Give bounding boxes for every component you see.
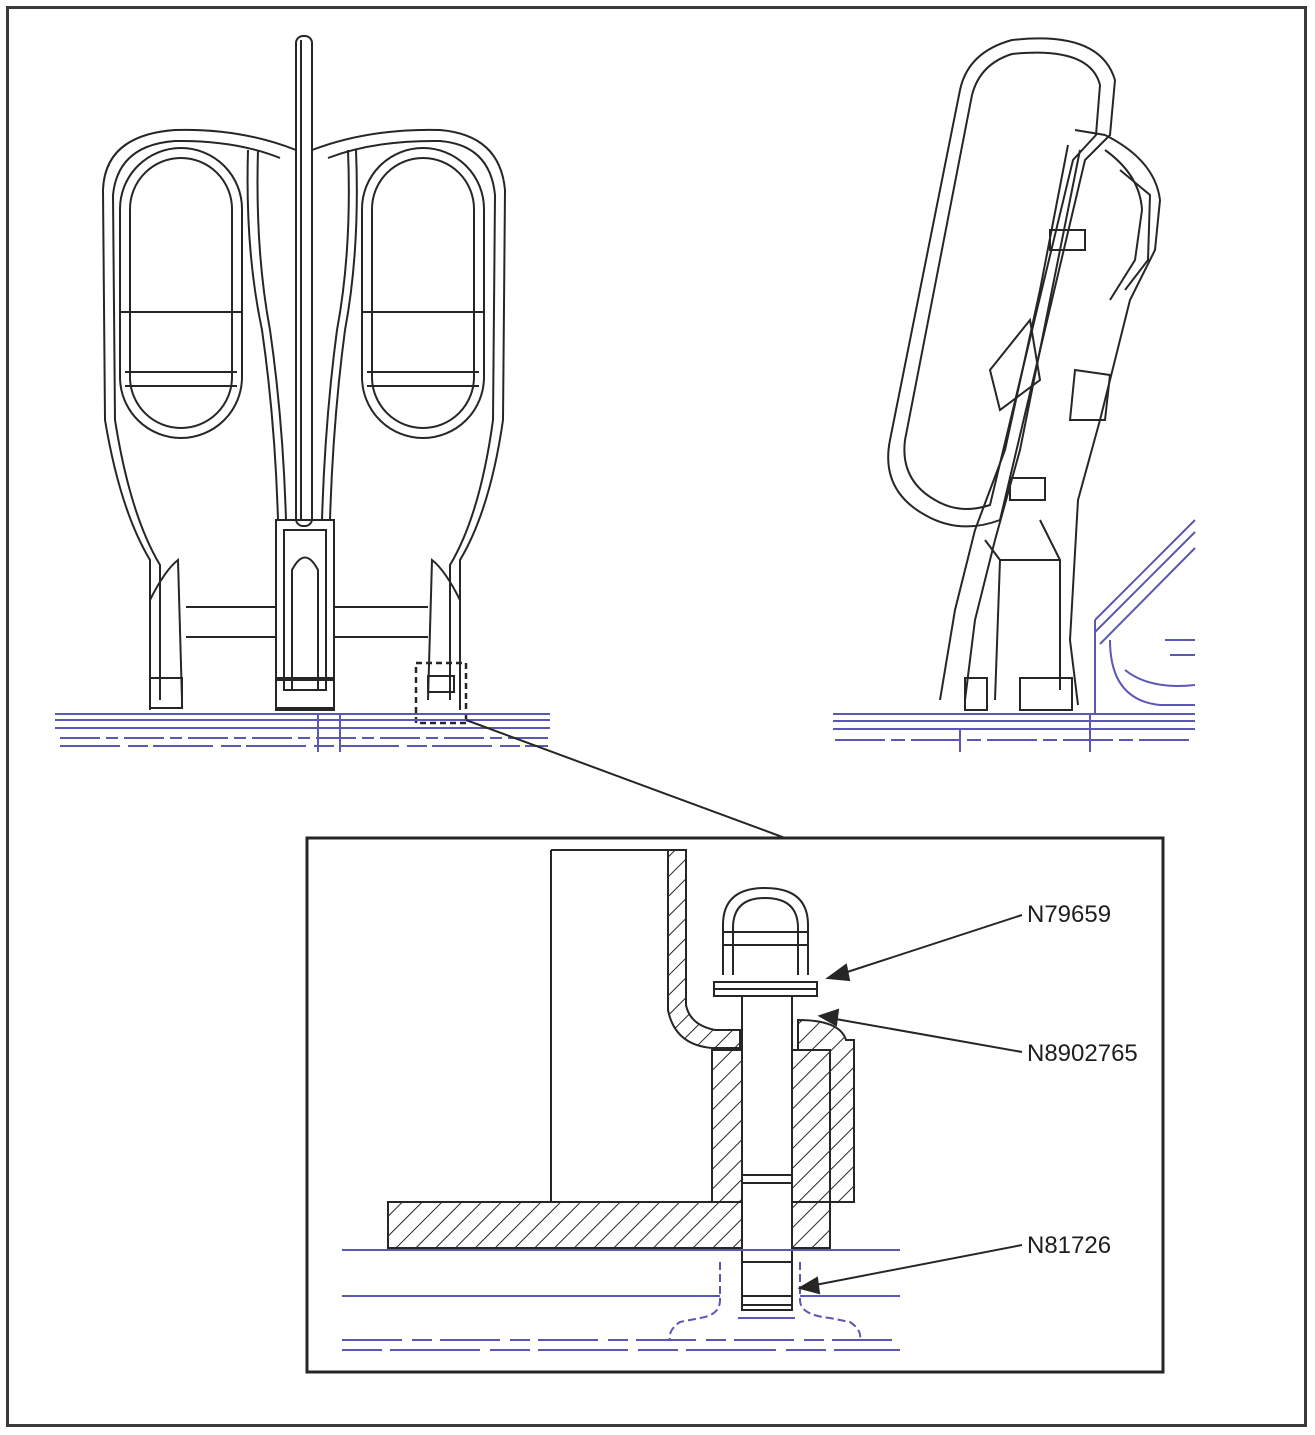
side-seat-back xyxy=(939,129,1162,706)
center-pedestal xyxy=(275,519,335,711)
center-grab-pole xyxy=(295,35,313,527)
cap-nut-dome xyxy=(722,886,809,975)
callout-arrows xyxy=(797,914,1023,1295)
side-foot-front xyxy=(964,677,988,711)
center-foot-bracket xyxy=(275,677,335,709)
bent-sheet-section xyxy=(667,849,741,1049)
front-floor-structure xyxy=(55,713,550,752)
detail-leader-line xyxy=(465,719,786,839)
left-leg xyxy=(149,558,183,701)
detail-floor-structure xyxy=(342,1249,900,1351)
right-contour-line-inner xyxy=(321,149,350,521)
detail-view-frame xyxy=(305,836,1165,1374)
nut-n81726 xyxy=(741,1261,793,1311)
side-foot-rear xyxy=(1019,677,1073,711)
right-leg xyxy=(427,558,461,701)
floor-plate-section xyxy=(387,1201,743,1249)
right-contour-line xyxy=(329,149,358,521)
front-view xyxy=(101,35,507,725)
side-grab-handle xyxy=(887,37,1117,528)
callout-label-n8902765: N8902765 xyxy=(1027,1040,1138,1067)
floor-plate-section-right xyxy=(791,1201,831,1249)
callout-label-n79659: N79659 xyxy=(1027,901,1112,928)
bushing-right xyxy=(791,1049,831,1203)
right-seat-back-panel xyxy=(361,147,485,439)
detail-callout-box xyxy=(414,661,468,725)
left-contour-line xyxy=(246,149,279,521)
bushing-left xyxy=(711,1049,743,1203)
seat-back-outline xyxy=(101,128,507,710)
detail-bolt-small xyxy=(427,675,455,693)
callout-label-n81726: N81726 xyxy=(1027,1232,1112,1259)
detail-section-view xyxy=(387,849,855,1297)
side-view xyxy=(887,37,1162,711)
left-foot-bracket xyxy=(149,677,183,709)
side-floor-structure xyxy=(833,519,1196,752)
left-contour-line-inner xyxy=(256,149,287,521)
left-seat-back-panel xyxy=(119,147,243,439)
